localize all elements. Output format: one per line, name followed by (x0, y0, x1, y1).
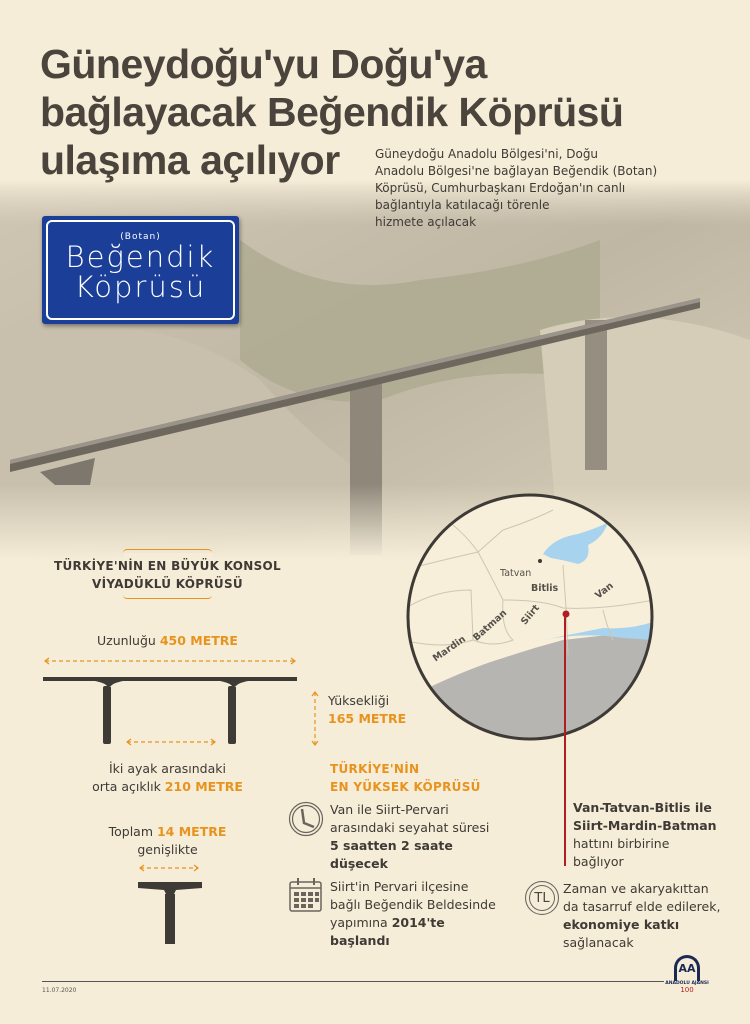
sign-line: Beğendik (65, 240, 216, 274)
text-line: Siirt'in Pervari ilçesine (330, 879, 469, 894)
cross-section-diagram (138, 864, 202, 944)
text-line: 2014'te (391, 915, 445, 930)
bridge-photo (0, 180, 750, 560)
bridge-name-sign: (Botan) Beğendik Köprüsü (42, 216, 239, 324)
text-line: bağlıyor (573, 854, 624, 869)
text-line: Siirt-Mardin-Batman (573, 818, 717, 833)
title-line: Güneydoğu'yu Doğu'ya (40, 41, 487, 87)
start-text: Siirt'in Pervari ilçesine bağlı Beğendik… (330, 878, 496, 950)
text-line: düşecek (330, 856, 388, 871)
length-label: Uzunluğu 450 METRE (40, 632, 295, 650)
map-label-bitlis: Bitlis (531, 583, 559, 594)
text-line: 5 saatten 2 saate (330, 838, 453, 853)
length-value: 450 METRE (159, 633, 238, 648)
text-line: ekonomiye katkı (563, 917, 680, 932)
text-line: Van-Tatvan-Bitlis ile (573, 800, 712, 815)
text-line: Van ile Siirt-Pervari (330, 802, 449, 817)
text-line: hattını birbirine (573, 836, 670, 851)
highest-heading: TÜRKİYE'NİN EN YÜKSEK KÖPRÜSÜ (330, 760, 481, 796)
lira-symbol: TL (534, 890, 550, 906)
map-label-tatvan: Tatvan (499, 568, 531, 579)
dimension-arrows (45, 660, 316, 745)
logo-mark: AA (674, 955, 700, 981)
subtitle: Güneydoğu Anadolu Bölgesi'ni, Doğu Anado… (375, 146, 665, 231)
logo-text: ANADOLU AJANSI (665, 981, 709, 986)
width-label: Toplam 14 METRE genişlikte (40, 823, 295, 859)
subtitle-line: Köprüsü, Cumhurbaşkanı Erdoğan'ın canlı (375, 181, 626, 195)
bridge-diagram (43, 657, 319, 746)
label: Yüksekliği (328, 693, 390, 708)
bridge-location-pin (562, 610, 570, 618)
economy-text: Zaman ve akaryakıttan da tasarruf elde e… (563, 880, 720, 952)
calendar-icon (289, 878, 322, 912)
date: 11.07.2020 (42, 987, 77, 994)
text-line: arasındaki seyahat süresi (330, 820, 490, 835)
text-line: sağlanacak (563, 935, 634, 950)
label: genişlikte (137, 842, 198, 857)
anniversary-mark: 100 (680, 986, 694, 994)
text-line: bağlı Beğendik Beldesinde (330, 897, 496, 912)
clock-icon (288, 801, 324, 837)
text-line: da tasarruf elde edilerek, (563, 899, 721, 914)
region-map: Tatvan Bitlis Van Siirt Batman Mardin (406, 493, 654, 741)
konsol-heading: TÜRKİYE'NİN EN BÜYÜK KONSOL VİYADÜKLÜ KÖ… (40, 557, 295, 593)
subtitle-line: hizmete açılacak (375, 215, 477, 229)
text-line: Zaman ve akaryakıttan (563, 881, 709, 896)
pin-line (564, 616, 566, 866)
label: orta açıklık (92, 779, 161, 794)
label: Toplam (108, 824, 153, 839)
subtitle-line: Anadolu Bölgesi'ne bağlayan Beğendik (Bo… (375, 164, 658, 178)
sign-small: (Botan) (120, 232, 161, 242)
heading-line: VİYADÜKLÜ KÖPRÜSÜ (92, 577, 243, 591)
width-value: 14 METRE (156, 824, 227, 839)
connect-text: Van-Tatvan-Bitlis ile Siirt-Mardin-Batma… (573, 799, 717, 871)
sign-line: Köprüsü (74, 270, 207, 304)
height-label: Yüksekliği 165 METRE (328, 692, 406, 728)
title-line: ulaşıma açılıyor (40, 137, 340, 183)
travel-text: Van ile Siirt-Pervari arasındaki seyahat… (330, 801, 489, 873)
height-value: 165 METRE (328, 711, 407, 726)
label: İki ayak arasındaki (109, 761, 226, 776)
footer-divider (42, 981, 664, 982)
heading-line: TÜRKİYE'NİN (330, 762, 420, 776)
span-value: 210 METRE (164, 779, 243, 794)
lira-coin-icon: TL (525, 881, 559, 915)
heading-line: TÜRKİYE'NİN EN BÜYÜK KONSOL (53, 559, 282, 573)
span-label: İki ayak arasındaki orta açıklık 210 MET… (40, 760, 295, 796)
text-line: başlandı (330, 933, 390, 948)
anadolu-ajansi-logo: AA ANADOLU AJANSI 100 (664, 955, 710, 994)
text-line: yapımına (330, 915, 388, 930)
subtitle-line: Güneydoğu Anadolu Bölgesi'ni, Doğu (375, 147, 599, 161)
heading-bracket (123, 549, 212, 599)
title-line: bağlayacak Beğendik Köprüsü (40, 89, 624, 135)
label: Uzunluğu (97, 633, 156, 648)
subtitle-line: bağlantıyla katılacağı törenle (375, 198, 550, 212)
page-title: Güneydoğu'yu Doğu'ya bağlayacak Beğendik… (40, 40, 624, 184)
heading-line: EN YÜKSEK KÖPRÜSÜ (330, 780, 481, 794)
